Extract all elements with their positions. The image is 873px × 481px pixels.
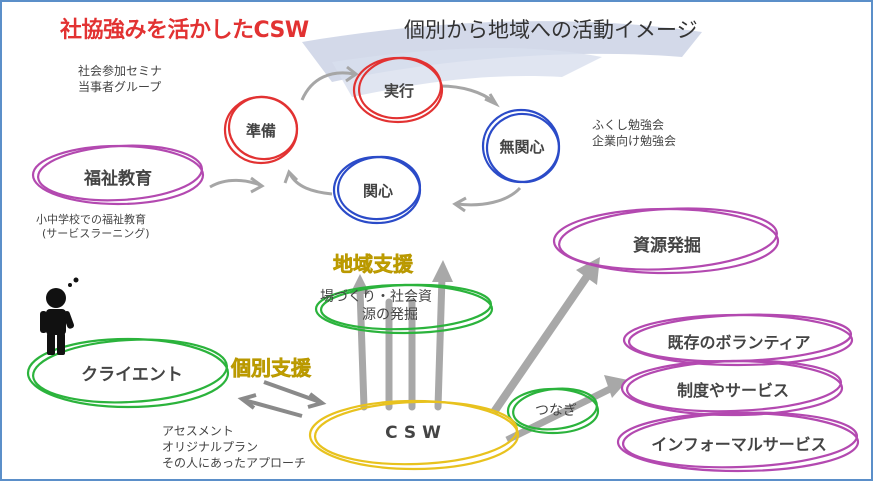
note-assessment-2: オリジナルプラン: [162, 440, 259, 454]
person-icon: [40, 277, 79, 355]
label-existing-volunteers: 既存のボランティア: [667, 333, 811, 352]
label-systems-services: 制度やサービス: [676, 381, 789, 400]
upward-arrows: [356, 273, 446, 411]
title-highlight: 社協強みを活かしたCSW: [60, 18, 309, 43]
execution-oval: [352, 56, 444, 124]
label-csw: CSW: [385, 423, 447, 443]
arrow-to-services: [505, 375, 628, 444]
label-connect: つなぎ: [535, 403, 577, 419]
note-seminar-1: 社会参加セミナ: [78, 64, 163, 78]
note-school-1: 小中学校での福祉教育: [36, 213, 146, 226]
resource-discovery-oval: [552, 207, 780, 275]
preparation-oval: [223, 95, 299, 165]
note-school-2: (サービスラーニング): [42, 227, 150, 240]
node-preparation: 準備: [245, 122, 276, 140]
client-oval: [26, 337, 230, 409]
label-community-support: 地域支援: [333, 252, 414, 277]
interest-oval: [332, 155, 422, 225]
title-subtitle: 個別から地域への活動イメージ: [404, 18, 698, 42]
node-execution: 実行: [383, 82, 414, 100]
note-assessment-1: アセスメント: [162, 424, 234, 438]
node-interest: 関心: [362, 182, 393, 200]
indifference-oval: [481, 108, 561, 184]
note-seminar-2: 当事者グループ: [78, 80, 162, 94]
label-informal-services: インフォーマルサービス: [651, 435, 827, 454]
note-assessment-3: その人にあったアプローチ: [162, 456, 307, 470]
informal-services-oval: [616, 411, 860, 473]
label-place-making-2: 源の発掘: [362, 307, 418, 323]
label-client: クライエント: [81, 365, 183, 385]
note-study-1: ふくし勉強会: [592, 118, 665, 132]
client-csw-arrows: [237, 380, 327, 418]
label-individual-support: 個別支援: [231, 356, 312, 381]
label-resource-discovery: 資源発掘: [633, 236, 701, 256]
welfare-education-oval: [31, 144, 205, 206]
csw-oval: [308, 399, 520, 471]
node-indifference: 無関心: [499, 138, 545, 156]
connect-oval: [506, 387, 600, 435]
note-study-2: 企業向け勉強会: [592, 134, 677, 148]
label-welfare-education: 福祉教育: [84, 169, 152, 189]
systems-services-oval: [620, 359, 844, 417]
blue-brush-decoration: [302, 21, 702, 97]
place-making-oval: [314, 283, 494, 335]
cycle-arrows: [209, 65, 522, 213]
label-place-making-1: 場づくり・社会資: [320, 289, 432, 305]
